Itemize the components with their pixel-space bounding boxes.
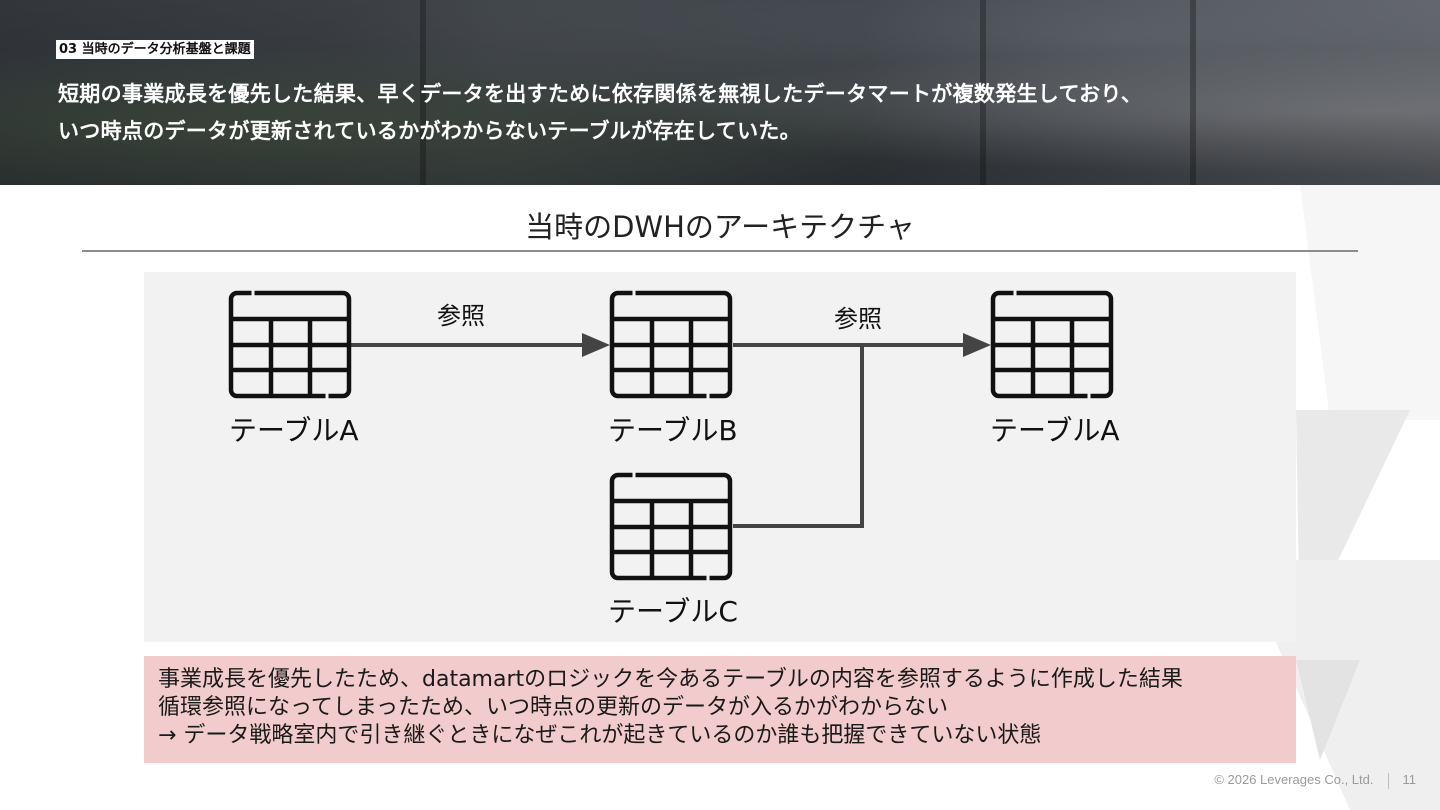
explanation-note: 事業成長を優先したため、datamartのロジックを今あるテーブルの内容を参照す… xyxy=(144,656,1296,763)
node-label-table-c: テーブルC xyxy=(608,590,738,630)
note-line-1: 事業成長を優先したため、datamartのロジックを今あるテーブルの内容を参照す… xyxy=(158,666,1282,694)
edge-c-to-a xyxy=(733,345,862,526)
footer-divider xyxy=(1388,773,1389,789)
page-number: 11 xyxy=(1403,772,1417,787)
note-line-2: 循環参照になってしまったため、いつ時点の更新のデータが入るかがわからない xyxy=(158,694,1282,722)
note-line-3: → データ戦略室内で引き継ぐときになぜこれが起きているのか誰も把握できていない状… xyxy=(158,722,1282,750)
edge-label-b-to-a: 参照 xyxy=(834,299,882,334)
table-icon xyxy=(612,290,730,399)
node-label-table-b: テーブルB xyxy=(608,409,738,449)
node-label-table-a-right: テーブルA xyxy=(990,409,1119,449)
node-label-table-a-left: テーブルA xyxy=(229,409,358,449)
table-icon xyxy=(993,290,1111,399)
footer: © 2026 Leverages Co., Ltd. 11 xyxy=(1214,772,1416,789)
edge-label-a-to-b: 参照 xyxy=(437,296,485,331)
edge-a-to-b xyxy=(350,333,610,357)
table-icon xyxy=(612,472,730,581)
copyright: © 2026 Leverages Co., Ltd. xyxy=(1214,772,1373,787)
table-icon xyxy=(231,290,349,399)
